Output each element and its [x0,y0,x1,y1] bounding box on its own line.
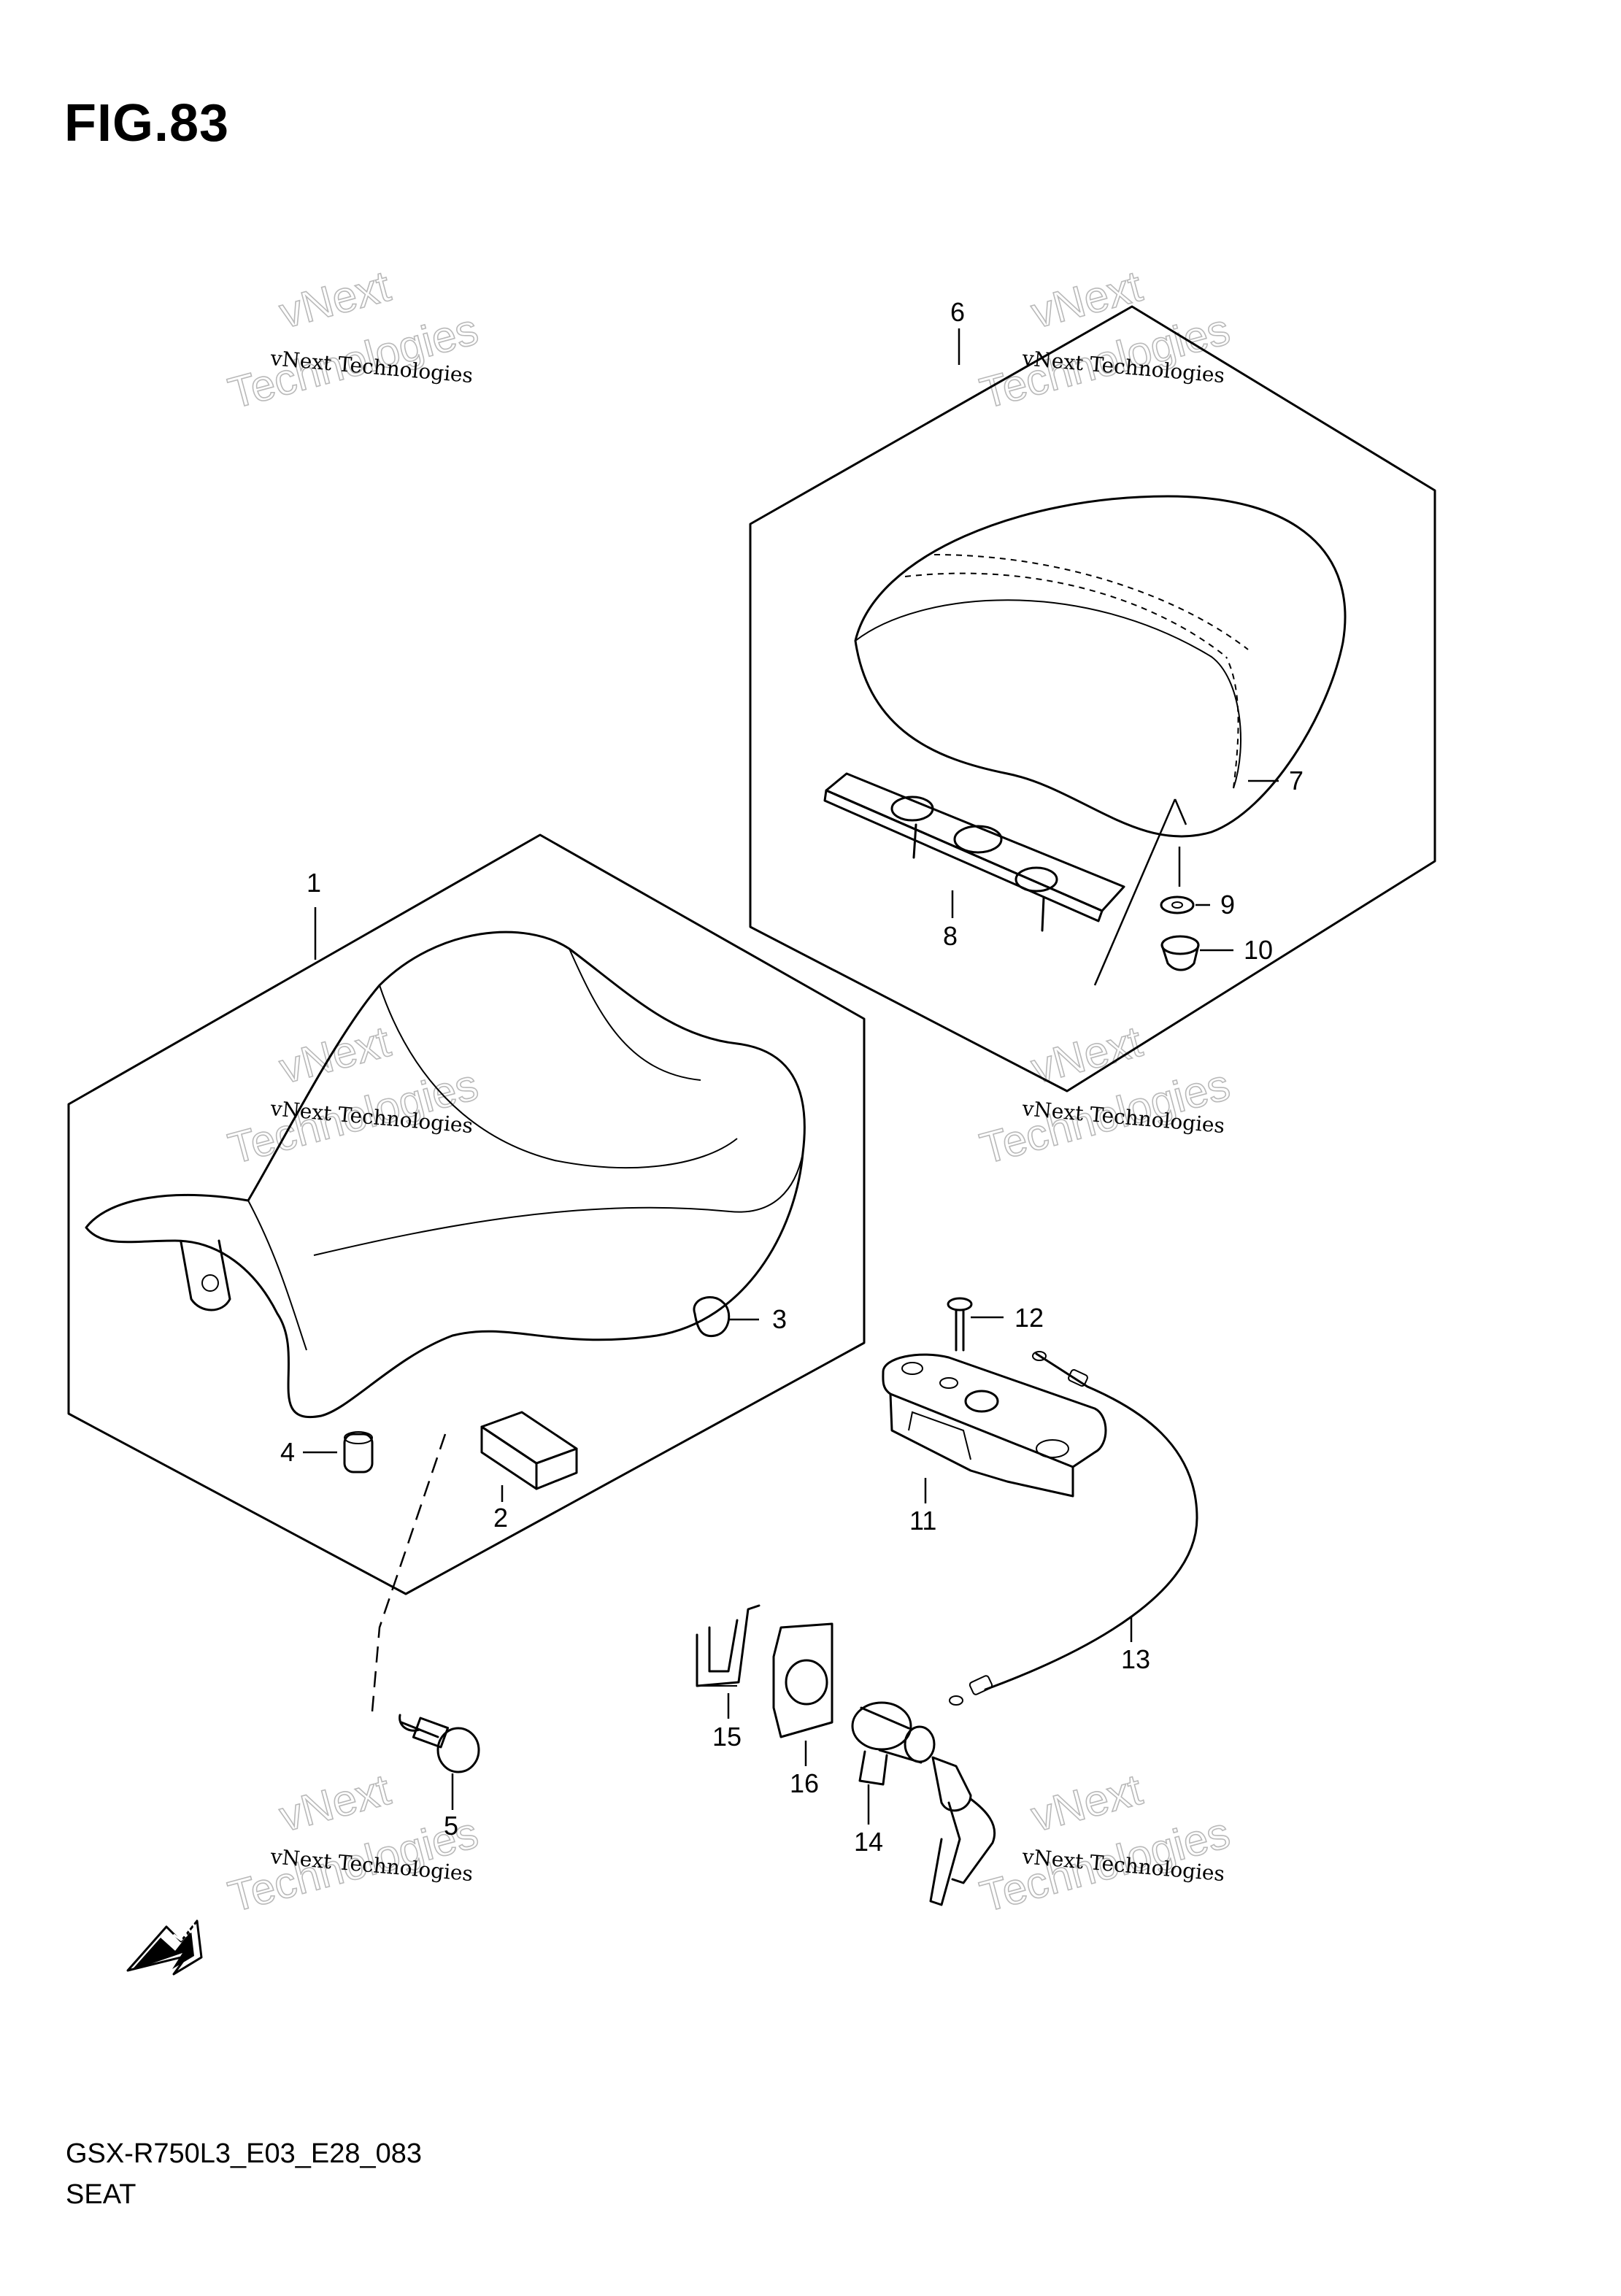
watermark-big-1: vNext [1026,1765,1147,1841]
rear-seat-mount-line-2 [1174,798,1187,825]
watermark-big-1: vNext [274,1017,396,1093]
callout-14: 14 [854,1827,883,1857]
watermark-bottom-right: vNext Technologies vNext Technologies [974,1764,1235,1922]
watermark-big-1: vNext [1026,261,1147,337]
watermark-top-right: vNext Technologies vNext Technologies [974,261,1235,418]
section-name: SEAT [66,2179,136,2210]
part-2-pad [480,1411,578,1490]
front-seat-part-1 [85,931,806,1419]
watermark-mid-left: vNext Technologies vNext Technologies [223,1016,483,1174]
model-code: GSX-R750L3_E03_E28_083 [66,2138,423,2169]
part-14-lock-set [851,1701,996,1906]
part-12-screw [947,1297,973,1352]
part-11-seat-latch [882,1353,1107,1498]
part-3-cushion [693,1295,731,1338]
callout-2: 2 [493,1503,508,1533]
forward-arrow-icon: FWD [126,1918,203,1976]
callout-11: 11 [909,1506,936,1536]
callout-leaders [303,328,1279,1825]
watermark-big-1: vNext [274,261,396,337]
figure-title: FIG.83 [64,94,230,153]
watermark-bottom-left: vNext Technologies vNext Technologies [223,1764,483,1922]
watermark-big-1: vNext [1026,1017,1147,1093]
part-9-washer [1160,895,1195,914]
callout-6: 6 [950,297,965,327]
callout-12: 12 [1014,1303,1044,1333]
rear-seat-mount-line [1093,798,1177,986]
part-16-plate [772,1622,833,1738]
watermark-big-1: vNext [274,1765,396,1841]
rear-seat-assembly-frame [749,305,1436,1093]
watermark-top-left: vNext Technologies vNext Technologies [223,261,483,418]
callout-8: 8 [943,921,958,951]
part-4-cushion [343,1431,374,1473]
part-15-clip [696,1604,761,1687]
callout-15: 15 [712,1722,742,1752]
callout-10: 10 [1244,935,1273,965]
callout-5: 5 [444,1811,458,1841]
part-10-nut [1160,935,1200,971]
watermark-mid-right: vNext Technologies vNext Technologies [974,1016,1235,1174]
rear-seat-bracket-part-8 [823,772,1125,932]
rear-seat-part-7 [854,495,1347,838]
callout-13: 13 [1121,1644,1150,1674]
callout-3: 3 [772,1304,787,1334]
callout-16: 16 [790,1768,819,1798]
part-13-cable [949,1351,1198,1706]
callout-1: 1 [307,868,321,898]
callout-4: 4 [280,1437,295,1467]
callout-numbers: 1 2 3 4 5 6 7 8 9 10 11 12 13 14 15 16 [280,297,1304,1857]
front-seat-dashed-leader [371,1433,447,1712]
part-5-bolt [398,1714,480,1773]
front-seat-assembly-frame [67,833,866,1595]
callout-9: 9 [1220,890,1235,920]
callout-7: 7 [1289,766,1304,795]
